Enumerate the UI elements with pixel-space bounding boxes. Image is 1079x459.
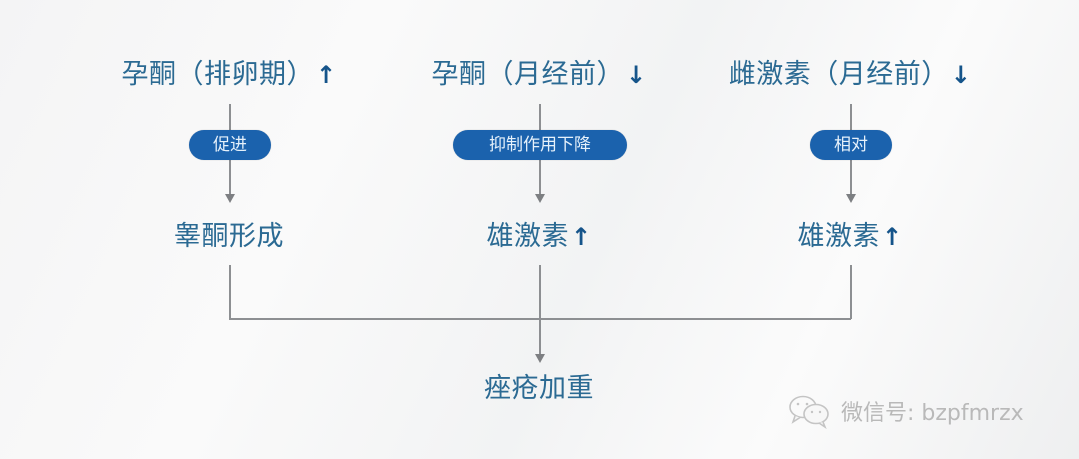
node-label: 睾酮形成 bbox=[174, 221, 284, 252]
watermark-text: 微信号: bzpfmrzx bbox=[841, 401, 1024, 426]
arrowhead-icon bbox=[535, 354, 545, 363]
node-label: 雄激素 bbox=[486, 221, 569, 252]
arrowhead-icon bbox=[535, 194, 545, 203]
node-testosterone-formation: 睾酮形成 bbox=[174, 220, 284, 254]
connector-line bbox=[850, 265, 852, 319]
down-arrow-icon: ↓ bbox=[625, 61, 647, 89]
edge-label-inhibition-decrease: 抑制作用下降 bbox=[453, 130, 627, 160]
edge-label-relative: 相对 bbox=[810, 130, 892, 160]
node-estrogen-premenstrual: 雌激素（月经前）↓ bbox=[729, 58, 972, 92]
wechat-icon bbox=[789, 395, 829, 429]
node-label: 孕酮（月经前） bbox=[431, 59, 624, 90]
node-androgen-increase: 雄激素↑ bbox=[486, 220, 591, 254]
node-label: 痤疮加重 bbox=[484, 373, 594, 404]
node-acne-worsening: 痤疮加重 bbox=[484, 372, 594, 406]
down-arrow-icon: ↓ bbox=[950, 61, 972, 89]
merge-line bbox=[229, 318, 851, 320]
connector-line bbox=[539, 265, 541, 356]
up-arrow-icon: ↑ bbox=[881, 223, 903, 251]
node-label: 雄激素 bbox=[797, 221, 880, 252]
up-arrow-icon: ↑ bbox=[315, 61, 337, 89]
connector-line bbox=[229, 265, 231, 319]
node-progesterone-ovulation: 孕酮（排卵期）↑ bbox=[121, 58, 336, 92]
node-androgen-increase-relative: 雄激素↑ bbox=[797, 220, 902, 254]
node-label: 孕酮（排卵期） bbox=[121, 59, 314, 90]
arrowhead-icon bbox=[225, 194, 235, 203]
edge-label-promote: 促进 bbox=[189, 130, 271, 160]
node-label: 雌激素（月经前） bbox=[728, 59, 949, 90]
watermark: 微信号: bzpfmrzx bbox=[787, 393, 1024, 429]
up-arrow-icon: ↑ bbox=[570, 223, 592, 251]
arrowhead-icon bbox=[846, 194, 856, 203]
node-progesterone-premenstrual: 孕酮（月经前）↓ bbox=[431, 58, 646, 92]
